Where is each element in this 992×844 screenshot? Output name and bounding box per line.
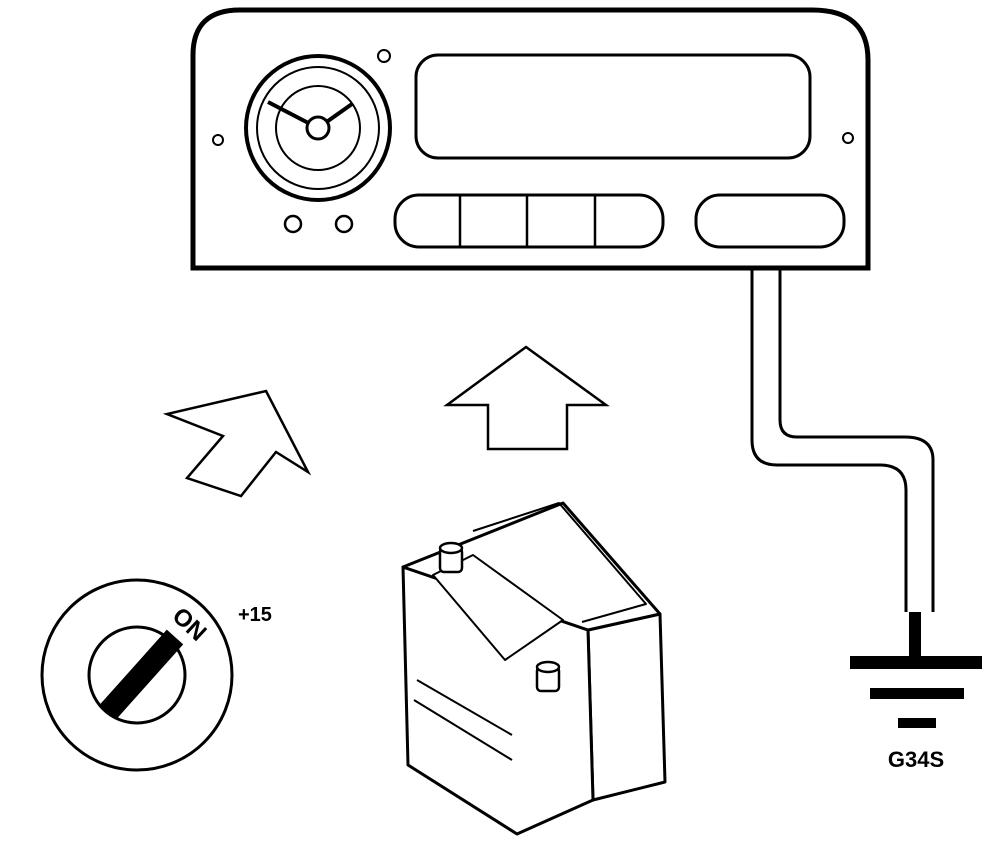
ignition-key-slot — [99, 629, 184, 720]
ground-icon — [850, 612, 982, 728]
clock-icon — [244, 54, 392, 202]
arrow-diagonal-icon — [162, 389, 312, 498]
battery-icon — [401, 501, 667, 836]
screw-hole-left — [212, 134, 224, 146]
dashboard-housing — [190, 7, 871, 271]
battery-front-ridge-lower — [413, 699, 513, 761]
battery-right-side — [586, 612, 667, 802]
dashboard-unit — [190, 7, 871, 271]
ignition-terminal-label: +15 — [238, 604, 272, 626]
screw-hole-right — [842, 132, 854, 144]
display-screen — [414, 53, 812, 160]
ground-cable — [750, 270, 935, 612]
battery-front-ridge — [416, 679, 513, 736]
adjust-knob-left — [283, 214, 303, 234]
ground-label: G34S — [888, 747, 944, 772]
arrow-up-icon — [443, 345, 610, 451]
adjust-knob-right — [334, 214, 354, 234]
function-buttons — [393, 193, 665, 249]
right-button — [694, 193, 846, 249]
battery-lid-ridge — [472, 502, 647, 623]
screw-hole-top — [377, 49, 391, 63]
ignition-switch-icon — [40, 578, 234, 772]
battery-terminal-positive — [535, 660, 561, 693]
battery-terminal-negative — [438, 541, 464, 574]
